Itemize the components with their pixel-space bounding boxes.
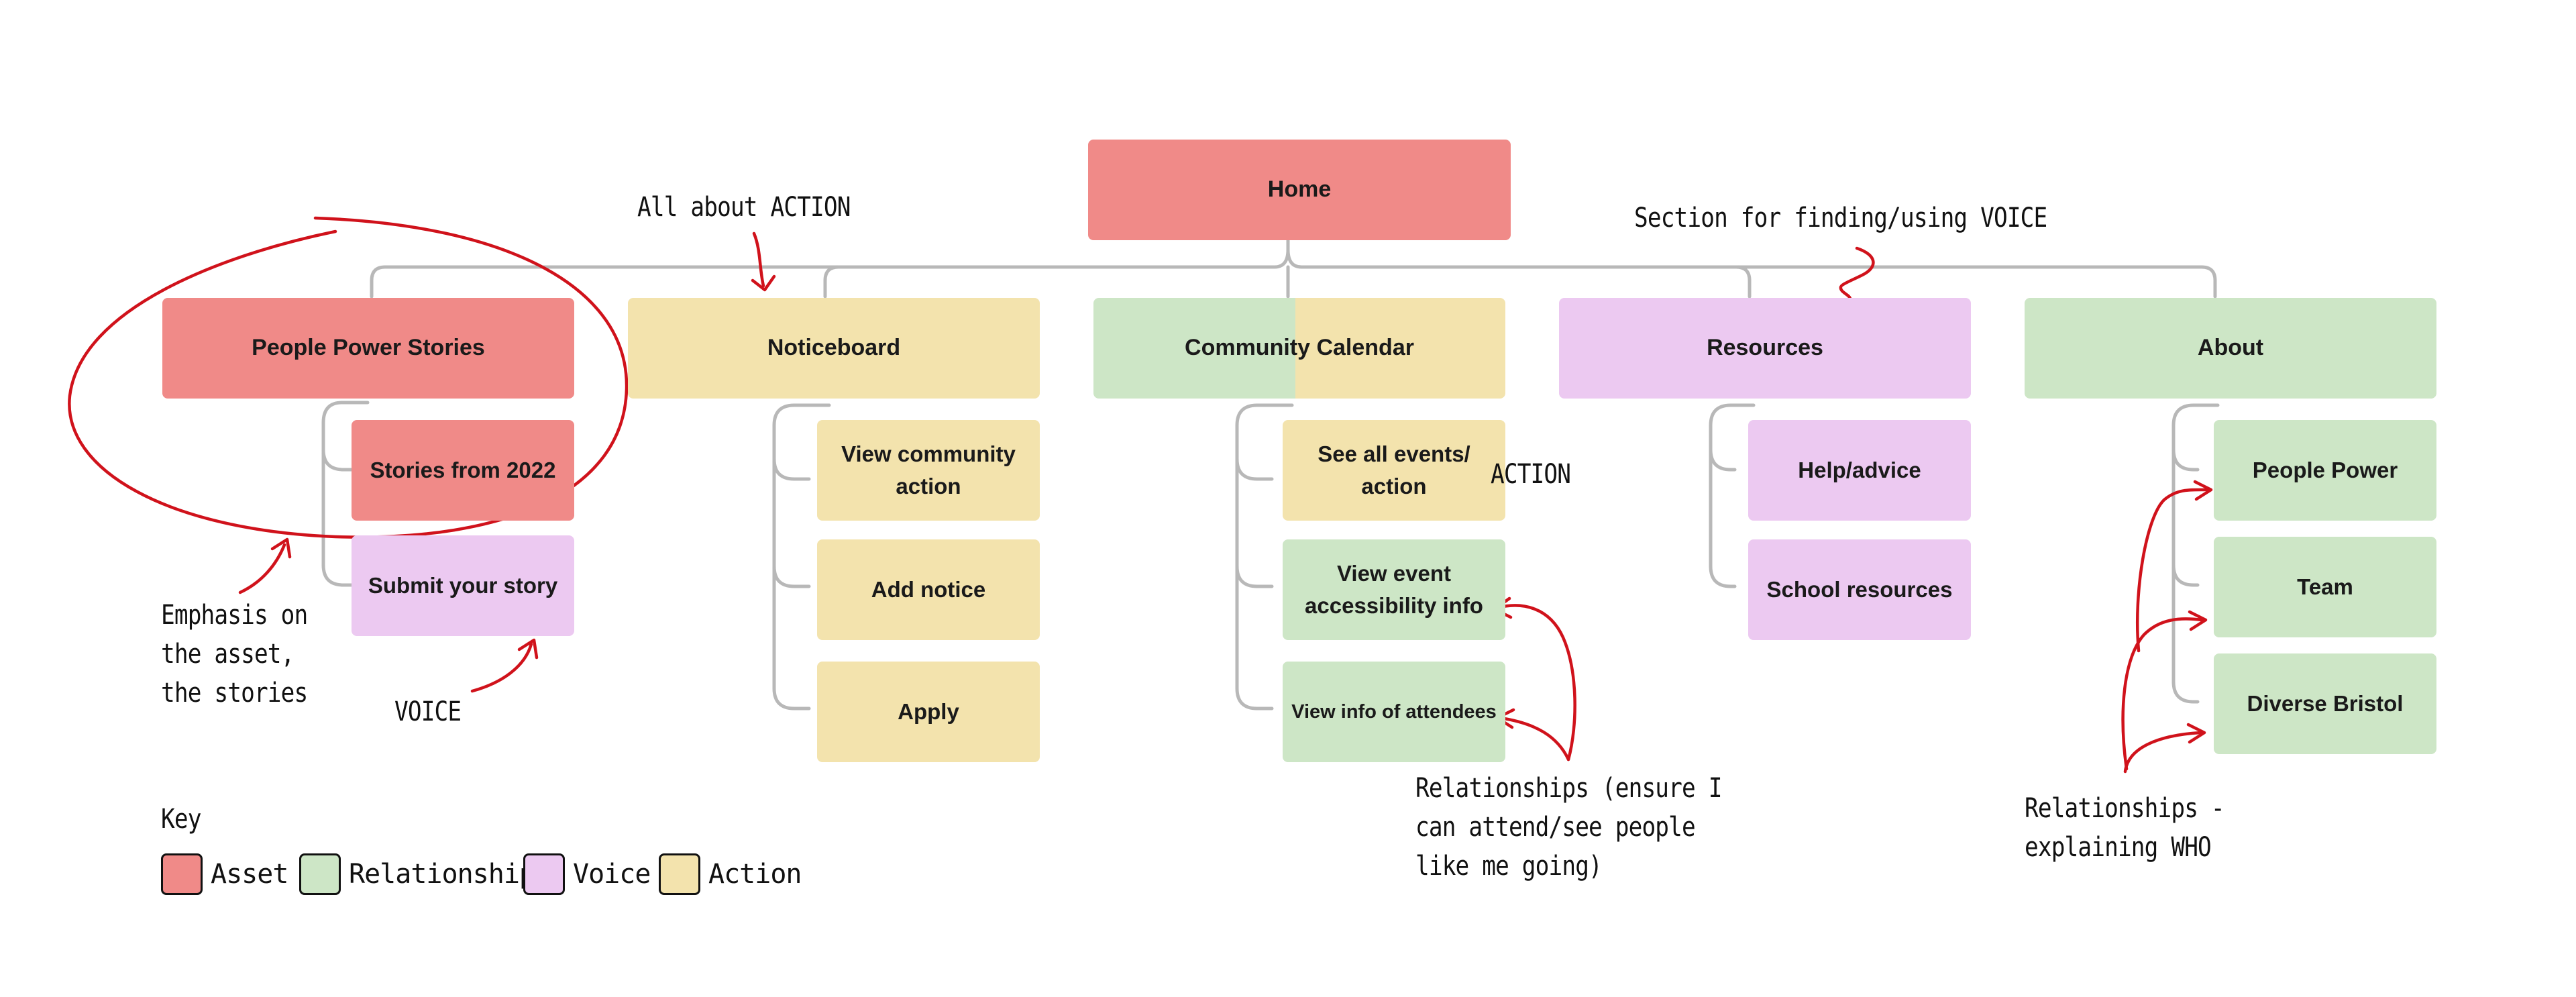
legend-swatch-asset — [161, 853, 203, 895]
connector-stories-2022 — [321, 448, 354, 472]
annotation-emphasis: Emphasis on the asset, the stories — [161, 600, 308, 709]
home-node[interactable]: Home — [1088, 140, 1511, 240]
section-noticeboard[interactable]: Noticeboard — [628, 298, 1040, 399]
connector-resources-children — [1709, 403, 1756, 588]
legend-item-asset: Asset — [161, 852, 288, 896]
legend-swatch-action — [659, 853, 700, 895]
node-people-power[interactable]: People Power — [2214, 420, 2436, 521]
node-diverse-bristol[interactable]: Diverse Bristol — [2214, 653, 2436, 754]
legend-item-voice: Voice — [523, 852, 651, 896]
emphasis-ellipse — [68, 216, 629, 539]
node-view-event-accessibility[interactable]: View event accessibility info — [1283, 539, 1505, 640]
connector-about-people — [2171, 448, 2200, 472]
legend-item-action: Action — [659, 852, 802, 896]
connector-calendar-access — [1235, 564, 1274, 588]
legend-label: Asset — [211, 859, 288, 890]
connector-resources-help — [1709, 448, 1737, 472]
connector-about-children — [2171, 403, 2220, 704]
legend-swatch-voice — [523, 853, 565, 895]
node-submit-your-story[interactable]: Submit your story — [352, 535, 574, 636]
section-about[interactable]: About — [2025, 298, 2436, 399]
connector-calendar-children — [1235, 403, 1294, 711]
connector-calendar-events — [1235, 457, 1274, 481]
annotation-relationships-about: Relationships - explaining WHO — [2025, 793, 2225, 863]
about-rel-arrow-1 — [2136, 488, 2209, 653]
annotation-action: ACTION — [1491, 459, 1571, 490]
legend-title: Key — [161, 804, 201, 835]
annotation-all-about-action: All about ACTION — [637, 192, 851, 223]
connector-noticeboard-children — [772, 403, 831, 711]
annotation-relationships-calendar: Relationships (ensure I can attend/see p… — [1415, 773, 1722, 882]
legend-label: Voice — [573, 859, 651, 890]
section-resources[interactable]: Resources — [1559, 298, 1971, 399]
node-view-info-of-attendees[interactable]: View info of attendees — [1283, 662, 1505, 762]
node-team[interactable]: Team — [2214, 537, 2436, 637]
calendar-rel-arrow-1 — [1495, 604, 1576, 762]
action-arrow — [752, 231, 765, 288]
connector-stories-children — [321, 401, 370, 587]
connector-noticeboard-add — [772, 564, 811, 588]
legend-label: Relationships — [349, 859, 551, 890]
connector-resources — [1734, 265, 1752, 299]
node-add-notice[interactable]: Add notice — [817, 539, 1040, 640]
legend-item-relationships: Relationships — [299, 852, 551, 896]
legend-label: Action — [708, 859, 802, 890]
node-help-advice[interactable]: Help/advice — [1748, 420, 1971, 521]
node-school-resources[interactable]: School resources — [1748, 539, 1971, 640]
about-rel-arrow-3 — [2123, 731, 2202, 774]
legend-swatch-relationships — [299, 853, 341, 895]
connector-about-team — [2171, 563, 2200, 587]
annotation-section-voice: Section for finding/using VOICE — [1634, 203, 2047, 233]
annotation-voice: VOICE — [394, 696, 462, 727]
voice-arrow — [470, 642, 533, 693]
connector-home-bus — [370, 234, 1290, 299]
node-view-community-action[interactable]: View community action — [817, 420, 1040, 521]
section-community-calendar[interactable]: Community Calendar — [1093, 298, 1505, 399]
connector-noticeboard-view — [772, 457, 811, 481]
about-rel-arrow-2 — [2121, 617, 2204, 771]
node-stories-from-2022[interactable]: Stories from 2022 — [352, 420, 574, 521]
calendar-rel-arrow-2 — [1498, 716, 1570, 762]
connector-noticeboard — [823, 265, 841, 299]
emphasis-arrow — [238, 543, 286, 594]
connector-bus-right — [1286, 248, 2217, 299]
section-people-power-stories[interactable]: People Power Stories — [162, 298, 574, 399]
node-see-all-events[interactable]: See all events/ action — [1283, 420, 1505, 521]
node-apply[interactable]: Apply — [817, 662, 1040, 762]
